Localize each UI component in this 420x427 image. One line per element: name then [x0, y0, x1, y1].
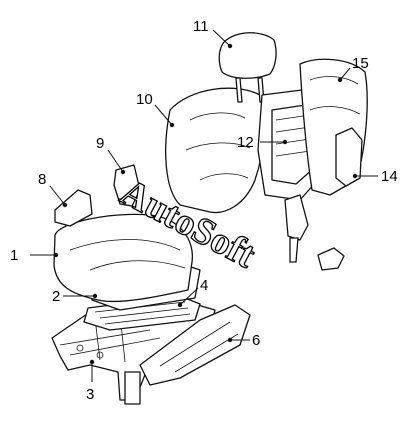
callout-12: 12	[237, 134, 254, 151]
callout-1: 1	[10, 247, 18, 264]
seat-cushion-cover	[53, 213, 193, 303]
callout-labels: 1 2 3 4 6 8 9 10 11 12 14 15	[10, 18, 398, 403]
callout-8: 8	[38, 171, 46, 188]
callout-2: 2	[52, 288, 60, 305]
callout-9: 9	[96, 135, 104, 152]
callout-10: 10	[136, 91, 153, 108]
callout-11: 11	[193, 18, 209, 35]
seatback-cover	[165, 87, 266, 214]
callout-15: 15	[352, 55, 369, 72]
side-cover	[139, 304, 251, 386]
recliner-knob	[113, 164, 141, 207]
recliner-hinge	[284, 194, 309, 263]
hinge-cover-left	[54, 189, 93, 227]
callout-6: 6	[252, 332, 260, 349]
callout-4: 4	[200, 277, 208, 294]
headrest	[218, 32, 277, 103]
leaders	[30, 29, 378, 382]
side-cover-right	[335, 127, 363, 187]
callout-3: 3	[86, 386, 94, 403]
callout-14: 14	[381, 168, 398, 185]
clip	[317, 247, 345, 271]
